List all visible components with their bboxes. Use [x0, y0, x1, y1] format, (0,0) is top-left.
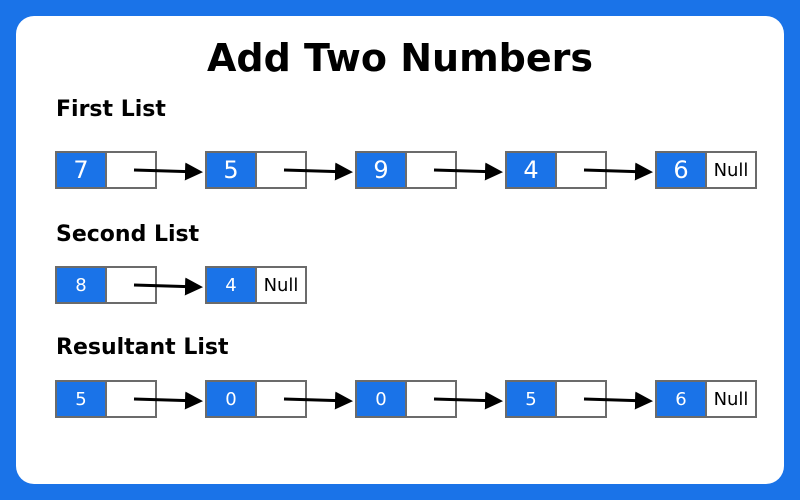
null-pointer-label: Null [257, 268, 305, 302]
resultant-list-node-1: 5 [55, 380, 157, 418]
null-pointer-label: Null [707, 153, 755, 187]
node-pointer [557, 153, 605, 187]
node-pointer [407, 382, 455, 416]
node-value: 7 [57, 153, 107, 187]
node-value: 6 [657, 153, 707, 187]
second-list-label: Second List [56, 222, 200, 247]
resultant-list-node-5: 6 Null [655, 380, 757, 418]
second-list-node-1: 8 [55, 266, 157, 304]
node-pointer [257, 382, 305, 416]
node-pointer [557, 382, 605, 416]
null-pointer-label: Null [707, 382, 755, 416]
first-list-node-2: 5 [205, 151, 307, 189]
node-pointer [107, 268, 155, 302]
first-list-node-5: 6 Null [655, 151, 757, 189]
node-value: 4 [507, 153, 557, 187]
first-list-label: First List [56, 97, 166, 122]
node-pointer [257, 153, 305, 187]
node-pointer [107, 382, 155, 416]
node-value: 0 [357, 382, 407, 416]
node-value: 6 [657, 382, 707, 416]
node-value: 8 [57, 268, 107, 302]
resultant-list-node-4: 5 [505, 380, 607, 418]
node-value: 0 [207, 382, 257, 416]
node-value: 4 [207, 268, 257, 302]
node-value: 5 [207, 153, 257, 187]
resultant-list-node-2: 0 [205, 380, 307, 418]
diagram-title: Add Two Numbers [206, 36, 593, 80]
resultant-list-node-3: 0 [355, 380, 457, 418]
node-pointer [107, 153, 155, 187]
resultant-list-label: Resultant List [56, 335, 229, 360]
node-value: 9 [357, 153, 407, 187]
node-value: 5 [57, 382, 107, 416]
first-list-node-4: 4 [505, 151, 607, 189]
second-list-node-2: 4 Null [205, 266, 307, 304]
first-list-node-3: 9 [355, 151, 457, 189]
node-pointer [407, 153, 455, 187]
node-value: 5 [507, 382, 557, 416]
first-list-node-1: 7 [55, 151, 157, 189]
